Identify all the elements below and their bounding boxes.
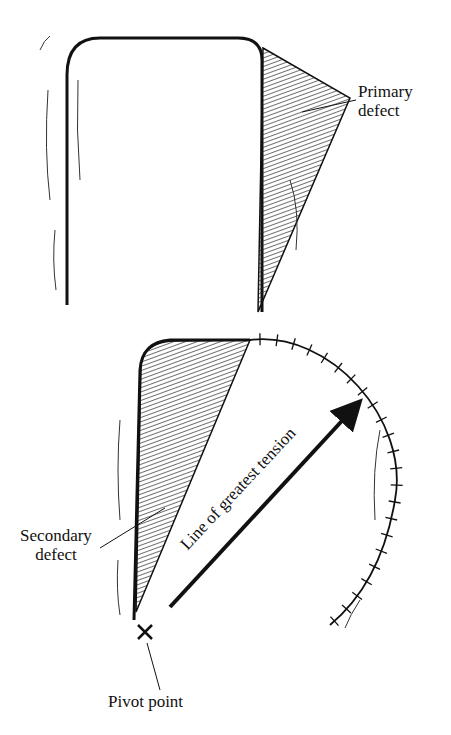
suture-tick (331, 617, 339, 626)
secondary-defect (136, 340, 250, 612)
leader-line (100, 508, 165, 548)
suture-tick (383, 433, 394, 437)
tension-arrow (170, 410, 352, 607)
pivot-label: Pivot point (108, 692, 228, 711)
suture-tick (376, 417, 387, 422)
leader-line (302, 100, 356, 112)
suture-tick (358, 388, 367, 396)
defect-label: Secondary defect (12, 526, 100, 564)
pivot-cross (138, 625, 152, 639)
suture-tick (388, 450, 400, 453)
suture-ticks (260, 333, 403, 625)
suture-tick (390, 468, 402, 469)
suture-tick (335, 363, 342, 372)
leader-line (147, 643, 160, 690)
suture-tick (347, 375, 355, 384)
suture-tick (376, 549, 387, 553)
suture-tick (259, 333, 261, 345)
defect-label: Primary defect (358, 82, 438, 120)
suture-tick (276, 334, 278, 346)
suture-tick (369, 564, 380, 569)
suture-tick (292, 338, 296, 350)
suture-tick (361, 579, 371, 585)
suture-tick (389, 501, 401, 503)
digit-outline (67, 38, 262, 312)
suture-tick (381, 533, 393, 537)
suture-tick (368, 402, 378, 409)
suture-tick (321, 353, 327, 363)
suture-tick (342, 605, 351, 613)
suture-tick (391, 484, 403, 486)
suture-tick (352, 592, 362, 599)
primary-defect (258, 48, 350, 312)
shading (40, 36, 297, 290)
suture-tick (307, 345, 312, 356)
suture-tick (385, 517, 397, 520)
